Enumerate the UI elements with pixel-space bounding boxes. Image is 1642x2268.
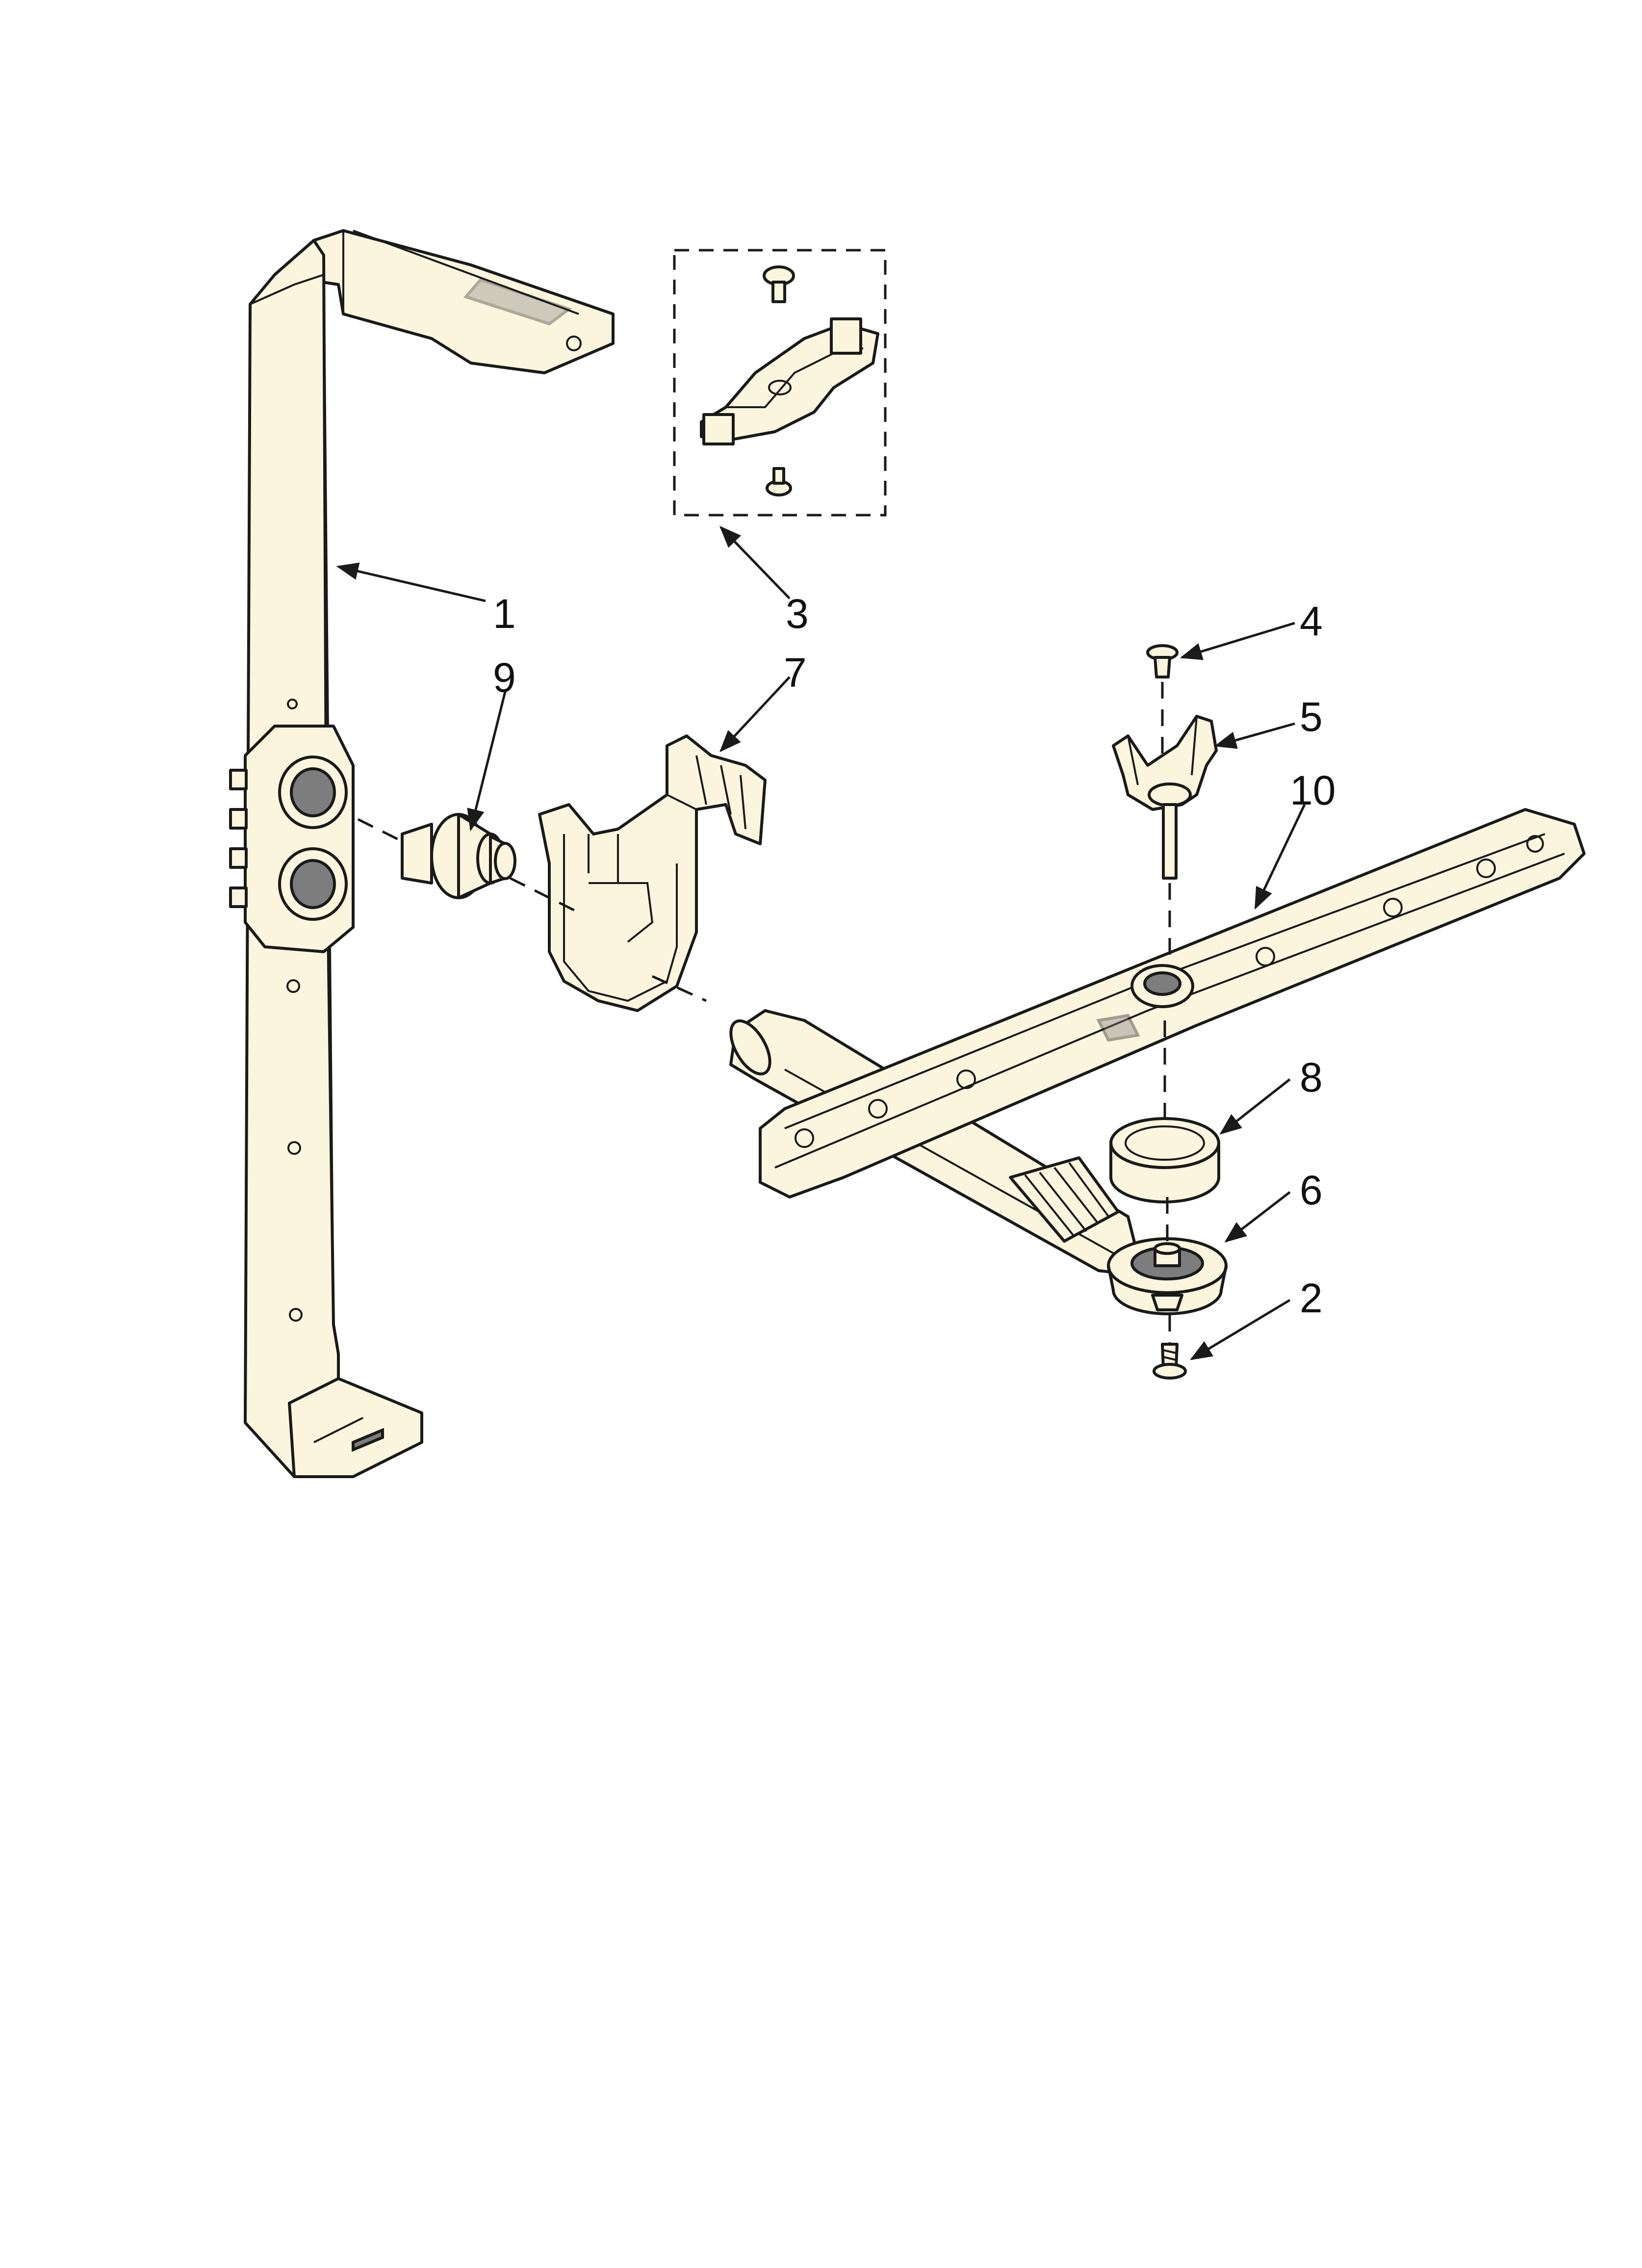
leader-7 — [719, 676, 791, 753]
alignment-line-7 — [509, 877, 580, 914]
callout-5: 5 — [1300, 694, 1323, 740]
leader-1 — [336, 562, 486, 602]
callout-2: 2 — [1300, 1275, 1323, 1321]
part-5-hub-clip — [1112, 715, 1218, 962]
part-10-spray-arm — [759, 808, 1586, 1199]
leader-9 — [467, 691, 507, 832]
callout-1: 1 — [493, 591, 516, 637]
callout-7: 7 — [784, 650, 807, 696]
part-6-hub-bearing — [1107, 1197, 1228, 1315]
leader-5 — [1214, 722, 1295, 749]
leader-lines — [336, 525, 1306, 1360]
callout-6: 6 — [1300, 1167, 1323, 1213]
alignment-line-10 — [651, 975, 707, 1002]
callout-8: 8 — [1300, 1054, 1323, 1100]
callout-10: 10 — [1290, 767, 1335, 813]
callout-9: 9 — [493, 654, 516, 701]
leader-2 — [1190, 1299, 1291, 1360]
leader-6 — [1224, 1191, 1291, 1243]
part-4-screw — [1146, 644, 1179, 765]
leader-8 — [1219, 1078, 1291, 1135]
part-1-supply-tube — [229, 229, 615, 1478]
part-9-adapter — [401, 813, 516, 899]
part-2-screw — [1153, 1315, 1187, 1380]
part-3-retainer-kit — [673, 249, 887, 517]
alignment-line-9 — [357, 818, 408, 845]
part-8-ring — [1109, 1020, 1220, 1203]
leader-10 — [1254, 804, 1306, 910]
callout-3: 3 — [786, 591, 809, 637]
callout-4: 4 — [1300, 598, 1323, 644]
callout-numbers: 1 3 9 7 4 5 10 8 6 2 — [493, 591, 1335, 1321]
leader-4 — [1180, 622, 1295, 660]
leader-3 — [719, 525, 791, 600]
part-7-bracket — [538, 734, 767, 1012]
